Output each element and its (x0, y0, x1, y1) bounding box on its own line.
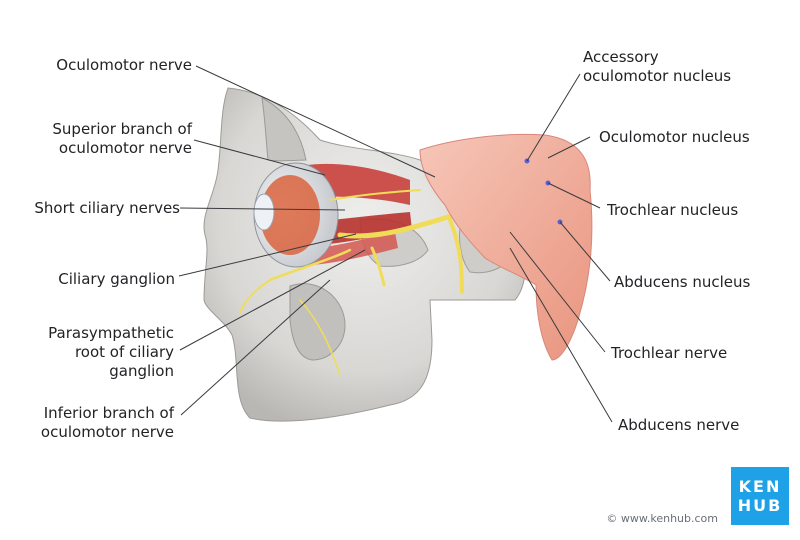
logo-line-1: KEN (738, 477, 782, 496)
leader-oculomotor-nerve (195, 65, 436, 178)
kenhub-logo: KEN HUB (731, 467, 789, 525)
label-oculomotor-nerve: Oculomotor nerve (56, 56, 192, 74)
leader-parasympathetic-root (179, 249, 366, 351)
label-inferior-branch: Inferior branch of oculomotor nerve (40, 404, 174, 441)
leader-trochlear-nerve (509, 231, 606, 353)
leader-oculomotor-nucleus (547, 136, 591, 159)
leader-lines (178, 65, 613, 423)
brainstem (419, 133, 593, 361)
label-trochlear-nerve: Trochlear nerve (611, 344, 728, 362)
leader-trochlear-nucleus (547, 182, 601, 209)
label-trochlear-nucleus: Trochlear nucleus (607, 201, 739, 219)
logo-line-2: HUB (737, 496, 783, 515)
leader-abducens-nerve (509, 247, 613, 423)
eyeball (253, 162, 339, 268)
label-abducens-nucleus: Abducens nucleus (614, 273, 751, 291)
leader-ciliary-ganglion (178, 233, 357, 277)
leader-superior-branch (193, 139, 326, 176)
label-abducens-nerve: Abducens nerve (618, 416, 740, 434)
leader-abducens-nucleus (559, 221, 611, 282)
label-short-ciliary-nerves: Short ciliary nerves (34, 199, 180, 217)
label-superior-branch: Superior branch of oculomotor nerve (52, 120, 192, 157)
label-parasympathetic-root: Parasympathetic root of ciliary ganglion (48, 324, 174, 380)
label-ciliary-ganglion: Ciliary ganglion (58, 270, 175, 288)
leader-inferior-branch (180, 279, 331, 416)
label-accessory-oculomotor-nucleus: Accessory oculomotor nucleus (583, 48, 732, 85)
leader-accessory-nucleus (526, 73, 581, 162)
label-oculomotor-nucleus: Oculomotor nucleus (599, 128, 750, 146)
copyright-credit: © www.kenhub.com (606, 512, 718, 525)
leader-short-ciliary (179, 207, 346, 211)
